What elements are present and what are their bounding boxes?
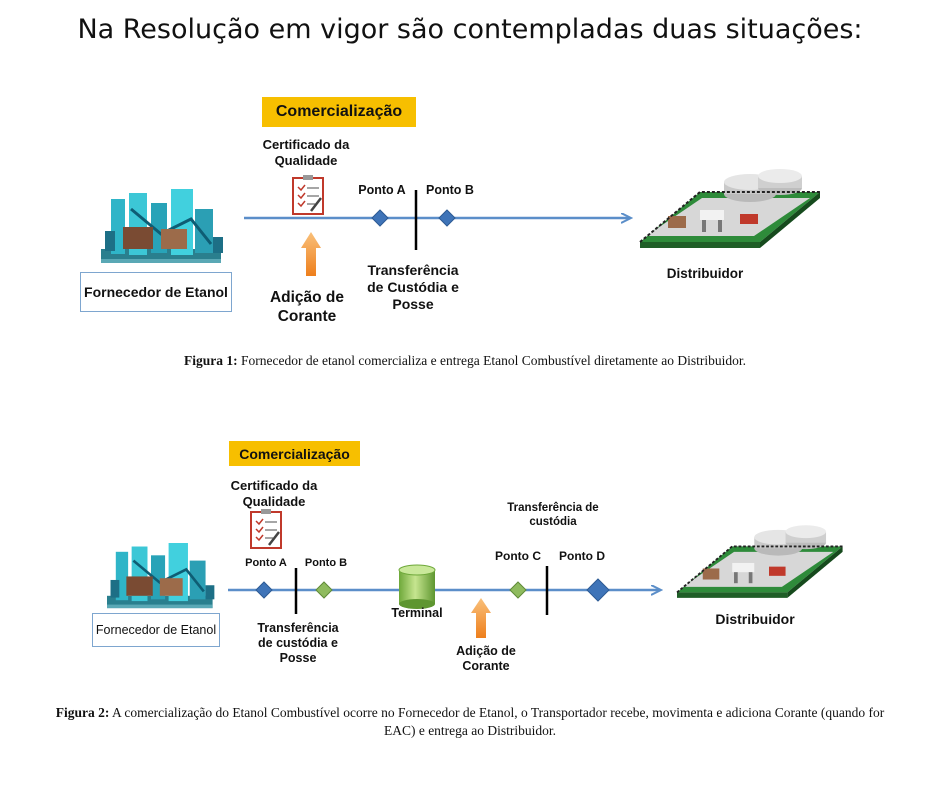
figure-2-caption: Figura 2: A comercialização do Etanol Co…	[55, 704, 885, 739]
certificate-icon	[249, 507, 283, 550]
distributor-label: Distribuidor	[715, 611, 795, 627]
dye-arrow-icon	[301, 232, 321, 276]
distributor-icon	[639, 168, 821, 249]
certificate-label: Certificado da Qualidade	[262, 137, 350, 168]
ponto-b-label: Ponto B	[304, 557, 348, 569]
transfer-label: Transferência de custódia e Posse	[257, 621, 339, 665]
dye-label: Adição de Corante	[456, 644, 516, 673]
ponto-d-label: Ponto D	[559, 549, 605, 563]
page-title: Na Resolução em vigor são contempladas d…	[77, 14, 863, 45]
dye-arrow-icon	[471, 598, 491, 638]
ethanol-plant-icon	[99, 187, 225, 265]
figure-1-caption: Figura 1: Fornecedor de etanol comercial…	[60, 353, 870, 369]
supplier-label: Fornecedor de Etanol	[80, 272, 232, 312]
caption-text: A comercialização do Etanol Combustível …	[112, 705, 885, 738]
diamond-ponto-c	[509, 581, 527, 599]
supplier-label: Fornecedor de Etanol	[92, 613, 220, 647]
diamond-ponto-b	[315, 581, 333, 599]
certificate-icon	[291, 173, 325, 216]
diamond-ponto-a	[255, 581, 273, 599]
ponto-a-label: Ponto A	[358, 183, 406, 197]
distributor-label: Distribuidor	[666, 266, 744, 281]
diamond-ponto-b	[438, 209, 456, 227]
badge-comercializacao: Comercialização	[262, 97, 416, 127]
transfer-label: Transferência de Custódia e Posse	[367, 262, 459, 312]
ponto-b-label: Ponto B	[426, 183, 474, 197]
distributor-icon	[676, 524, 844, 599]
badge-comercializacao: Comercialização	[229, 441, 360, 466]
ethanol-plant-icon	[105, 541, 216, 610]
caption-label: Figura 2:	[55, 705, 110, 720]
ponto-c-label: Ponto C	[495, 549, 541, 563]
diamond-ponto-a	[371, 209, 389, 227]
transfer-label: Transferência de custódia	[507, 502, 599, 528]
terminal-label: Terminal	[391, 606, 443, 620]
terminal-tank-icon	[398, 564, 436, 609]
ponto-a-label: Ponto A	[245, 557, 287, 569]
caption-text: Fornecedor de etanol comercializa e entr…	[241, 353, 746, 368]
diamond-ponto-d	[586, 578, 610, 602]
dye-label: Adição de Corante	[269, 289, 345, 325]
certificate-label: Certificado da Qualidade	[230, 478, 318, 509]
caption-label: Figura 1:	[184, 353, 238, 368]
